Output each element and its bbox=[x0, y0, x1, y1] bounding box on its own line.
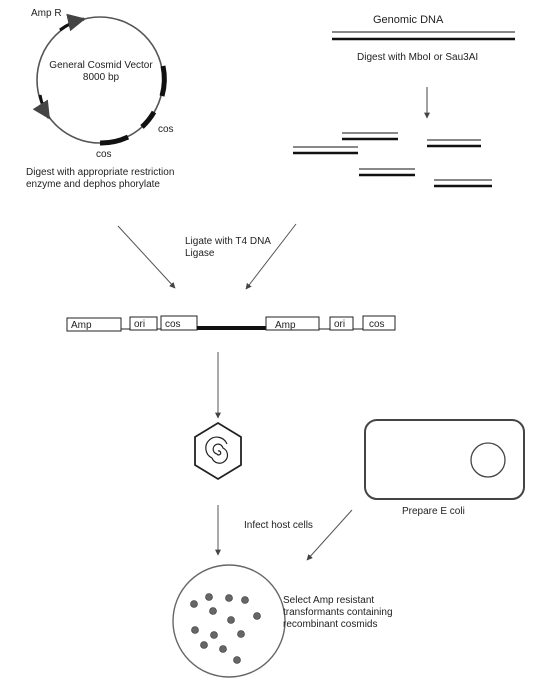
colony bbox=[233, 656, 241, 664]
colony bbox=[191, 626, 199, 634]
colony bbox=[210, 631, 218, 639]
arrow-genomic-to-ligate bbox=[245, 223, 297, 290]
colony bbox=[190, 600, 198, 608]
colony bbox=[253, 612, 261, 620]
segment-cos-2 bbox=[362, 315, 396, 331]
segment-cos-1 bbox=[160, 315, 198, 331]
colony bbox=[209, 607, 217, 615]
segment-amp-2 bbox=[265, 316, 320, 331]
cos-label-bottom: cos bbox=[96, 149, 112, 160]
colony bbox=[225, 594, 233, 602]
segment-label-ori-2: ori bbox=[334, 319, 345, 330]
dna-fragments bbox=[293, 132, 492, 188]
segment-label-amp-1: Amp bbox=[71, 320, 92, 331]
segment-amp-1 bbox=[66, 317, 122, 332]
colony bbox=[237, 630, 245, 638]
fragment-2 bbox=[293, 146, 358, 155]
vector-arc-top bbox=[59, 13, 86, 32]
vector-size: 8000 bp bbox=[82, 72, 120, 83]
vector-arc-cos-right bbox=[140, 110, 157, 129]
colony bbox=[219, 645, 227, 653]
colony bbox=[200, 641, 208, 649]
arrow-vector-to-ligate bbox=[117, 225, 176, 289]
e-coli-cell-icon bbox=[364, 419, 525, 500]
vector-digest-line2: enzyme and dephos phorylate bbox=[26, 179, 160, 190]
genomic-dna-title: Genomic DNA bbox=[373, 14, 444, 26]
infect-text: Infect host cells bbox=[244, 520, 313, 531]
fragment-3 bbox=[427, 139, 481, 148]
select-line3: recombinant cosmids bbox=[283, 619, 378, 630]
select-line1: Select Amp resistant bbox=[283, 595, 375, 606]
arrow-ecoli-to-plate bbox=[306, 509, 353, 561]
select-line2: transformants containing bbox=[283, 607, 393, 618]
fragment-4 bbox=[359, 168, 415, 177]
select-text: Select Amp resistant transformants conta… bbox=[283, 595, 393, 631]
segment-label-cos-1: cos bbox=[165, 319, 181, 330]
vector-arc-left bbox=[32, 94, 51, 120]
segment-ori-1 bbox=[129, 316, 158, 331]
segment-label-amp-2: Amp bbox=[275, 320, 296, 331]
cos-label-right: cos bbox=[158, 124, 174, 135]
vector-digest-line1: Digest with appropriate restriction bbox=[26, 167, 175, 178]
colony bbox=[205, 593, 213, 601]
recombinant-construct: Amp ori cos Amp ori cos bbox=[66, 315, 396, 332]
genomic-dna-strands bbox=[332, 31, 515, 41]
amp-r-label: Amp R bbox=[31, 8, 62, 19]
vector-arc-right bbox=[159, 65, 167, 97]
segment-label-cos-2: cos bbox=[369, 319, 385, 330]
vector-digest-text: Digest with appropriate restriction enzy… bbox=[26, 167, 174, 191]
segment-ori-2 bbox=[329, 316, 354, 331]
petri-plate bbox=[172, 564, 286, 678]
segment-label-ori-1: ori bbox=[134, 319, 145, 330]
ligate-line1: Ligate with T4 DNA bbox=[185, 236, 271, 247]
vector-title-line1: General Cosmid Vector bbox=[49, 60, 153, 71]
ligate-line2: Ligase bbox=[185, 248, 215, 259]
cosmid-vector-circle bbox=[32, 13, 167, 146]
vector-arc-cos-bottom bbox=[99, 134, 130, 146]
colony bbox=[241, 596, 249, 604]
phage-head-icon bbox=[194, 421, 242, 481]
colony bbox=[227, 616, 235, 624]
fragment-1 bbox=[342, 132, 398, 141]
ligate-text: Ligate with T4 DNA Ligase bbox=[185, 236, 271, 260]
genomic-digest-text: Digest with MboI or Sau3AI bbox=[357, 52, 479, 63]
vector-title: General Cosmid Vector 8000 bp bbox=[44, 60, 158, 84]
ecoli-text: Prepare E coli bbox=[402, 506, 465, 517]
fragment-5 bbox=[434, 179, 492, 188]
